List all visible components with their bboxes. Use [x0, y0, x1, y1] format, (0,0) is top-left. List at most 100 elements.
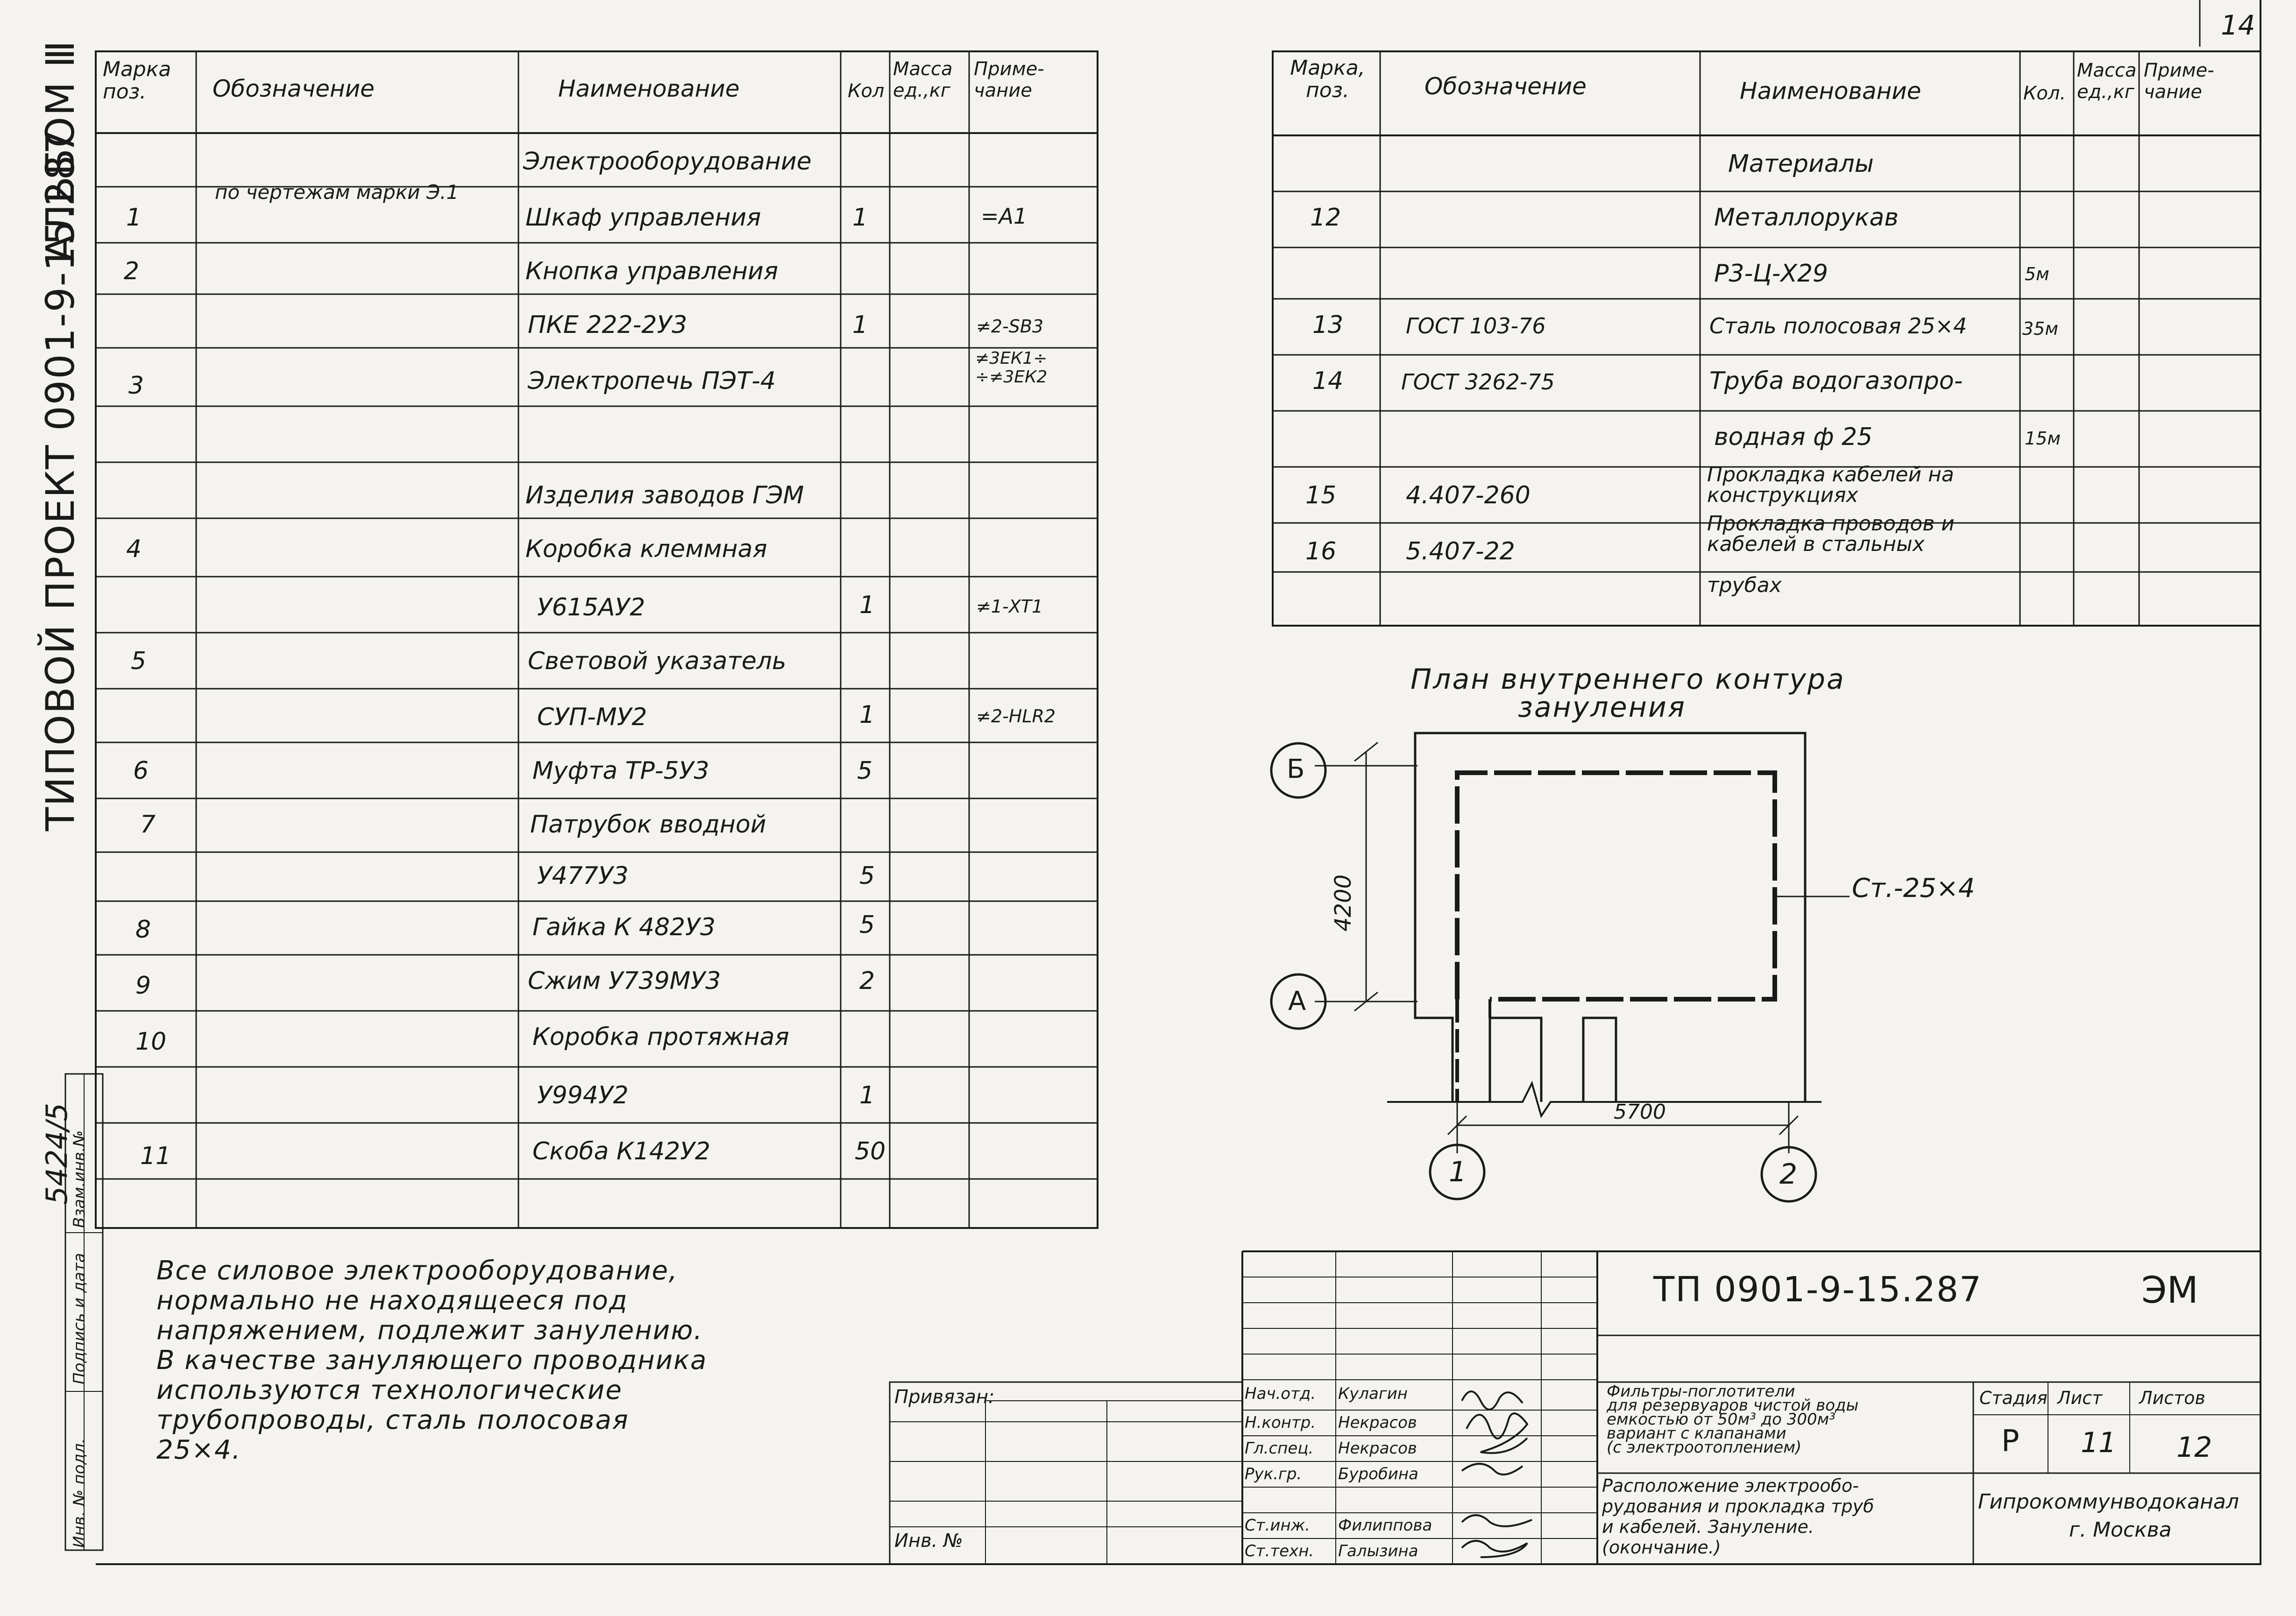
right-row-3-kol: 35м [2022, 318, 2059, 339]
right-row-4-naim: Труба водогазопро- [1709, 367, 1963, 395]
dim-horizontal-label: 5700 [1614, 1100, 1666, 1124]
left-row-16-marka: 10 [135, 1028, 167, 1056]
note-line-1: нормально не находящееся под [156, 1285, 628, 1316]
right-row-5-naim: водная ф 25 [1714, 423, 1873, 451]
right-row-6-oboz: 4.407-260 [1406, 481, 1531, 509]
role-0: Нач.отд. [1245, 1384, 1316, 1403]
right-row-3-oboz: ГОСТ 103-76 [1406, 313, 1546, 339]
org-name: Гипрокоммунводоканал [1978, 1490, 2239, 1514]
left-row-7-naim: Коробка клеммная [525, 535, 767, 563]
left-row-8-kol: 1 [859, 591, 875, 619]
desc1-line-0: Фильтры-поглотители [1607, 1382, 1795, 1401]
left-row-3-kol: 1 [852, 311, 868, 339]
right-row-1-marka: 12 [1310, 204, 1341, 232]
note-line-3: В качестве зануляющего проводника [156, 1345, 708, 1376]
left-header-naimenovanie: Наименование [558, 75, 740, 102]
desc1-line-3: вариант с клапанами [1607, 1424, 1786, 1443]
left-row-18-marka: 11 [140, 1142, 171, 1170]
privyazan-inv: Инв. № [894, 1530, 963, 1552]
note-line-2: напряжением, подлежит занулению. [156, 1315, 703, 1346]
right-header-marka: Марка, поз. [1290, 56, 1365, 103]
left-row-1-marka: 1 [126, 204, 142, 232]
left-row-8-naim: У615АУ2 [537, 593, 645, 621]
left-header-marka: Марка поз. [103, 57, 171, 104]
note-line-4: используются технологические [156, 1375, 623, 1405]
left-row-14-kol: 5 [859, 911, 875, 939]
left-row-8-prim: ≠1-ХТ1 [976, 596, 1043, 617]
left-row-13-naim: У477У3 [537, 862, 629, 890]
right-row-8-naim: трубах [1707, 573, 1782, 597]
right-row-6-marka: 15 [1305, 481, 1337, 509]
right-header-naimenovanie: Наименование [1740, 78, 1921, 105]
left-row-3-naim: ПКЕ 222-2У3 [528, 311, 687, 339]
left-row-18-naim: Скоба К142У2 [532, 1137, 710, 1165]
name-3: Буробина [1338, 1465, 1418, 1483]
right-row-7-marka: 16 [1305, 537, 1337, 565]
desc1-line-1: для резервуаров чистой воды [1607, 1396, 1859, 1415]
right-row-4-marka: 14 [1312, 367, 1344, 395]
left-row-12-naim: Патрубок вводной [530, 811, 766, 839]
name-1: Некрасов [1338, 1413, 1417, 1432]
left-row-4-naim: Электропечь ПЭТ-4 [528, 367, 776, 395]
right-row-7-naim: Прокладка проводов и кабелей в стальных [1707, 512, 1955, 556]
left-row-2-marka: 2 [124, 257, 140, 285]
plan-title-line1: План внутреннего контура [1410, 663, 1845, 696]
org-city: г. Москва [2069, 1518, 2172, 1542]
list-value: 11 [2081, 1426, 2117, 1459]
left-row-11-naim: Муфта ТР-5У3 [532, 757, 709, 785]
description-block-2: Расположение электрообо- рудования и про… [1602, 1475, 1971, 1558]
desc1-line-2: емкостью от 50м³ до 300м³ [1607, 1410, 1835, 1429]
left-row-1-prim: =А1 [981, 204, 1028, 229]
right-row-0-naim: Материалы [1728, 150, 1874, 178]
stadia-label: Стадия [1979, 1388, 2048, 1408]
left-row-0-naim: Электрооборудование [523, 148, 812, 176]
right-row-2-kol: 5м [2025, 264, 2049, 284]
left-row-6-naim: Изделия заводов ГЭМ [525, 481, 804, 509]
left-row-14-marka: 8 [135, 916, 151, 944]
desc1-line-4: (с электроотоплением) [1607, 1438, 1802, 1457]
left-row-15-naim: Сжим У739МУ3 [528, 967, 721, 995]
left-row-4-marka: 3 [128, 372, 144, 400]
right-row-4-oboz: ГОСТ 3262-75 [1401, 369, 1555, 395]
left-row-9-marka: 5 [131, 647, 147, 675]
name-5: Галызина [1338, 1542, 1418, 1560]
left-row-4-prim: ≠3ЕК1÷ ÷≠3ЕК2 [975, 349, 1048, 387]
right-row-3-naim: Сталь полосовая 25×4 [1709, 313, 1967, 339]
note-line-0: Все силовое электрооборудование, [156, 1256, 678, 1286]
axis-2-label: 2 [1779, 1158, 1798, 1191]
axis-b-label: Б [1287, 754, 1305, 784]
left-row-12-marka: 7 [140, 811, 156, 839]
left-row-10-naim: СУП-МУ2 [537, 703, 647, 731]
name-0: Кулагин [1338, 1384, 1408, 1403]
left-row-1-oboz: по чертежам марки Э.1 [215, 181, 459, 204]
left-row-17-kol: 1 [859, 1081, 875, 1109]
note-line-6: 25×4. [156, 1435, 241, 1465]
plan-title-line2: зануления [1518, 691, 1686, 724]
left-row-3-prim: ≠2-SB3 [976, 316, 1044, 337]
left-row-13-kol: 5 [859, 862, 875, 890]
left-row-18-kol: 50 [855, 1137, 886, 1165]
left-header-oboznachenie: Обозначение [213, 75, 375, 102]
desc2-line-0: Расположение электрообо- [1602, 1475, 1859, 1496]
left-row-7-marka: 4 [126, 535, 142, 563]
right-row-1-naim: Металлорукав [1714, 204, 1899, 232]
right-header-kol: Кол. [2023, 83, 2066, 104]
listov-value: 12 [2176, 1431, 2212, 1464]
name-4: Филиппова [1338, 1516, 1432, 1535]
left-row-1-naim: Шкаф управления [525, 204, 761, 232]
doc-code: ТП 0901-9-15.287 [1653, 1270, 1983, 1310]
right-header-massa: Масса ед.,кг [2077, 60, 2137, 103]
left-header-massa: Масса ед.,кг [893, 58, 953, 101]
desc2-line-3: (окончание.) [1602, 1537, 1721, 1558]
left-row-10-prim: ≠2-HLR2 [976, 706, 1056, 727]
doc-mark: ЭМ [2141, 1270, 2198, 1312]
desc2-line-2: и кабелей. Зануление. [1602, 1517, 1814, 1537]
sheet-corner-number: 14 [2221, 9, 2255, 41]
role-5: Ст.техн. [1245, 1542, 1314, 1560]
axis-a-label: А [1288, 986, 1306, 1016]
conductor-label: Ст.-25×4 [1852, 873, 1975, 903]
left-header-primechanie: Приме- чание [974, 58, 1044, 101]
right-row-6-naim: Прокладка кабелей на конструкциях [1707, 463, 1954, 507]
name-2: Некрасов [1338, 1439, 1417, 1458]
